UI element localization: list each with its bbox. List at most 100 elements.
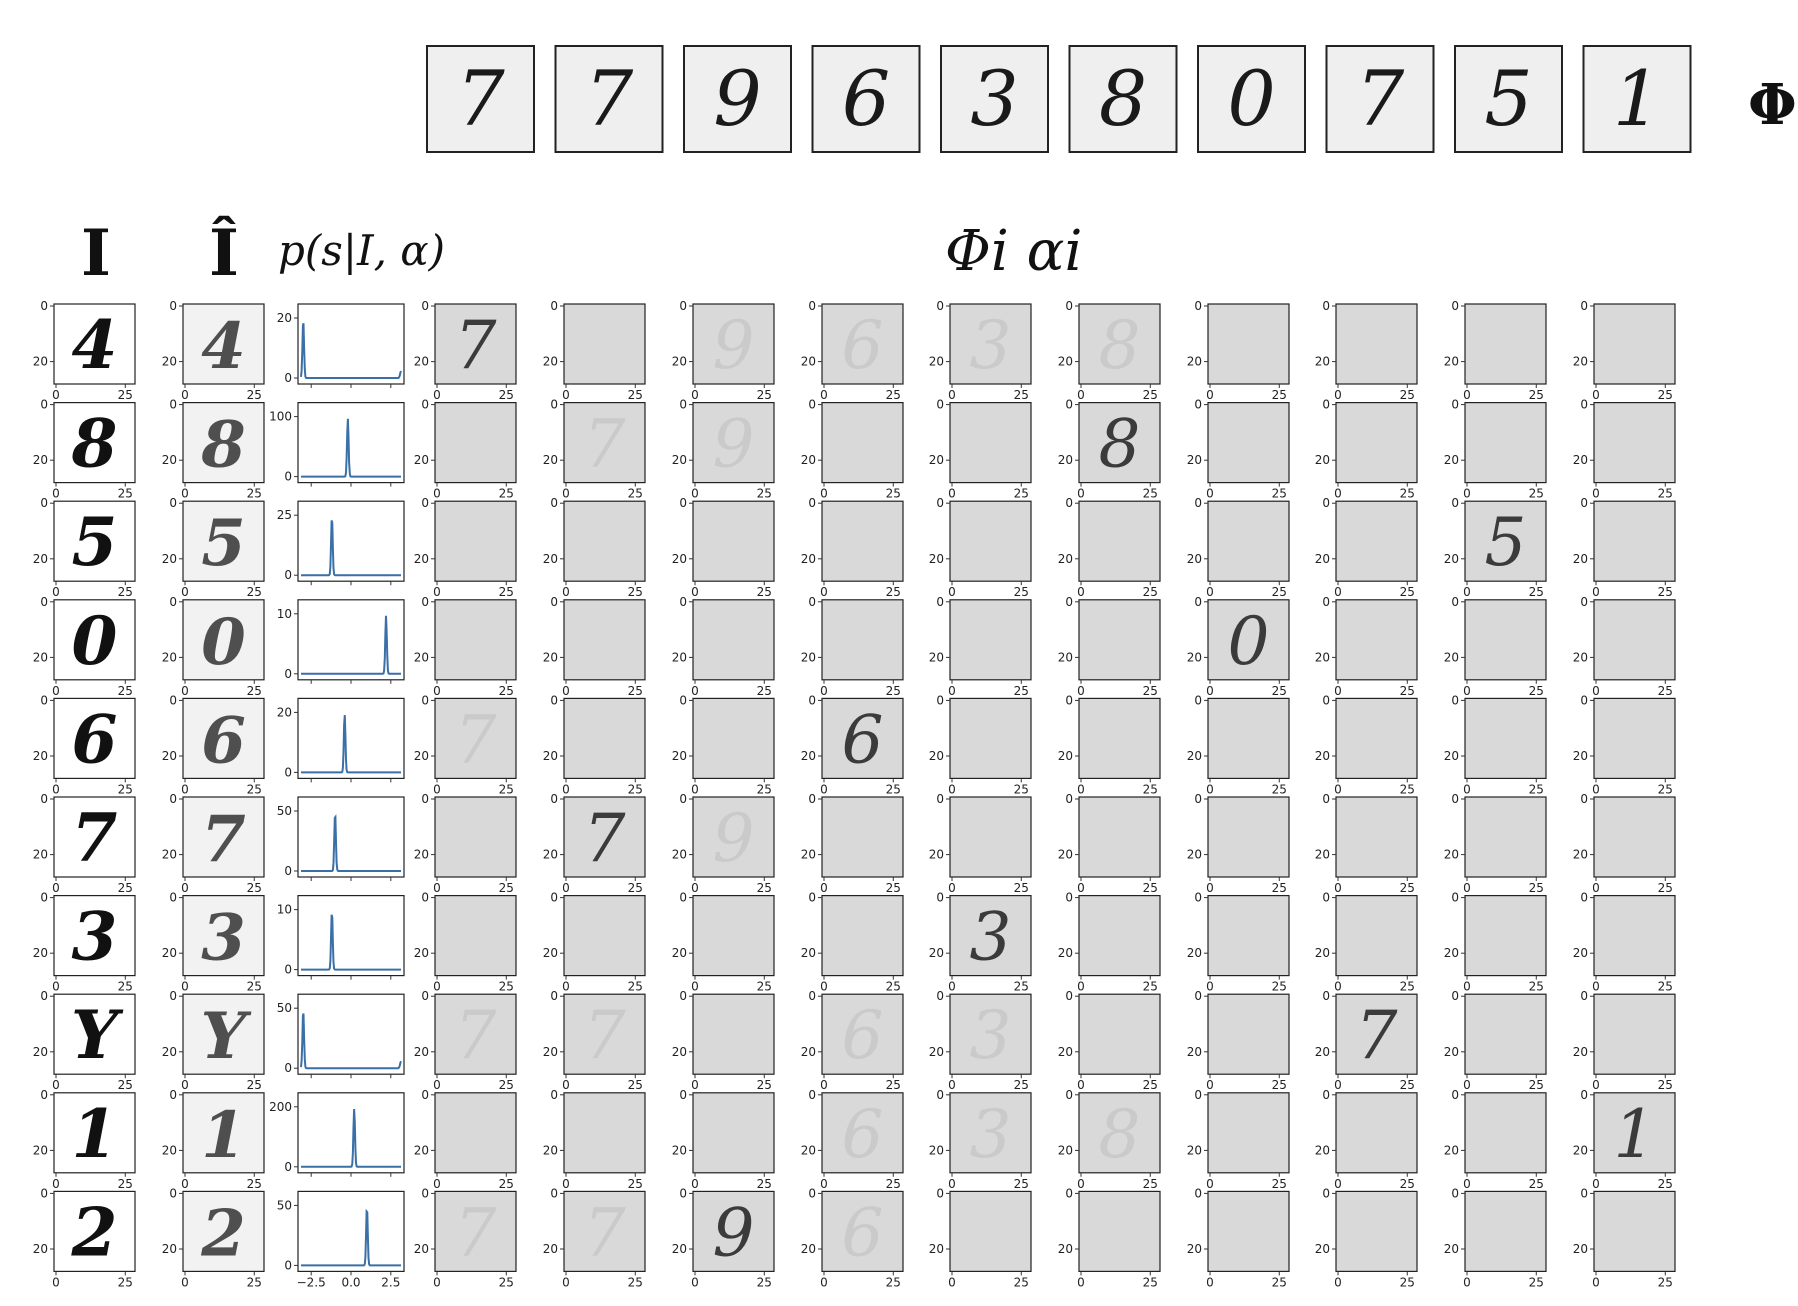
y-tick-label: 0 [550,299,558,313]
phi-label: Φ [1748,72,1797,138]
y-tick-label: 20 [1315,453,1330,467]
x-tick-label: 25 [1143,585,1158,599]
x-tick-label: 0 [1463,1078,1471,1092]
x-tick-label: 0 [1206,487,1214,501]
component-frame [949,894,1032,977]
component-frame [1464,1190,1547,1273]
x-tick-label: 25 [1143,1177,1158,1191]
y-tick-label: 0 [550,792,558,806]
x-tick-label: 0 [1463,388,1471,402]
y-tick-label: 20 [414,1045,429,1059]
y-tick-label: 0 [1194,1088,1202,1102]
y-tick-label: 20 [801,946,816,960]
y-tick-label: 0 [40,989,48,1003]
x-tick-label: 0 [1334,487,1342,501]
x-tick-label: 0 [820,980,828,994]
x-tick-label: 25 [499,782,514,796]
x-tick-label: 25 [499,1177,514,1191]
faint-component-digit: 9 [713,307,755,384]
component-frame [1593,599,1676,681]
posterior-frame [297,993,405,1075]
x-tick-label: 0 [1334,388,1342,402]
x-tick-label: 25 [628,684,643,698]
posterior-plot: 010 [277,599,405,684]
component-frame [1464,796,1547,878]
component-frame [1593,894,1676,977]
x-tick-label: 25 [1529,980,1544,994]
y-tick-label: 20 [1058,552,1073,566]
x-tick-label: 0 [181,881,189,895]
y-tick-label: 0 [808,398,816,412]
y-tick-label: 20 [1573,1242,1588,1256]
y-tick-label: 20 [1187,552,1202,566]
reconstruction-digit: 6 [201,703,246,778]
x-tick-label: 25 [886,487,901,501]
reconstruction-frame [182,1092,265,1174]
y-tick-label: 20 [1187,1045,1202,1059]
y-tick-label: 0 [1451,1186,1459,1200]
x-tick-label: 0 [691,881,699,895]
posterior-frame [297,402,405,484]
posterior-y-tick-label: 50 [277,804,292,818]
y-tick-label: 0 [1322,299,1330,313]
component-frame [1207,1190,1290,1273]
x-tick-label: 25 [1272,1177,1287,1191]
y-tick-label: 20 [1573,1143,1588,1157]
faint-component-digit: 8 [1099,1096,1141,1173]
y-tick-label: 0 [1451,792,1459,806]
component-frame [563,993,646,1075]
x-tick-label: 0 [433,1275,441,1289]
component-frame [1464,894,1547,977]
y-tick-label: 20 [33,848,48,862]
component-frame [563,599,646,681]
x-tick-label: 0 [562,881,570,895]
y-tick-label: 20 [33,552,48,566]
x-tick-label: 0 [691,782,699,796]
y-tick-label: 0 [550,693,558,707]
component-frame [821,402,904,484]
y-tick-label: 20 [801,749,816,763]
prototype-frame [1068,45,1178,153]
x-tick-label: 0 [820,585,828,599]
x-tick-label: 25 [499,881,514,895]
x-tick-label: 0 [1206,585,1214,599]
posterior-frame [297,796,405,878]
x-tick-label: 0 [433,1177,441,1191]
y-tick-label: 0 [421,496,429,510]
faint-component-digit: 7 [455,997,497,1074]
component-frame [692,796,775,878]
y-tick-label: 0 [1322,989,1330,1003]
y-tick-label: 0 [1580,595,1588,609]
prototype-image: 7 [554,45,664,153]
y-tick-label: 0 [40,299,48,313]
posterior-y-tick-label: 10 [277,607,292,621]
y-tick-label: 20 [1444,453,1459,467]
y-tick-label: 20 [1315,749,1330,763]
y-tick-label: 0 [40,398,48,412]
x-tick-label: 0 [562,684,570,698]
input-digit: Y [71,996,124,1074]
y-tick-label: 20 [1187,650,1202,664]
component-frame [821,894,904,977]
x-tick-label: 0 [948,881,956,895]
faint-component-digit: 6 [842,307,884,384]
prototype-frame [811,45,921,153]
y-tick-label: 0 [550,398,558,412]
component-frame [434,599,517,681]
x-tick-label: 0 [1463,585,1471,599]
component-frame [949,402,1032,484]
x-tick-label: 0 [820,1078,828,1092]
y-tick-label: 0 [169,989,177,1003]
x-tick-label: 25 [757,1177,772,1191]
y-tick-label: 20 [162,848,177,862]
y-tick-label: 0 [679,1186,687,1200]
reconstruction-frame [182,303,265,385]
